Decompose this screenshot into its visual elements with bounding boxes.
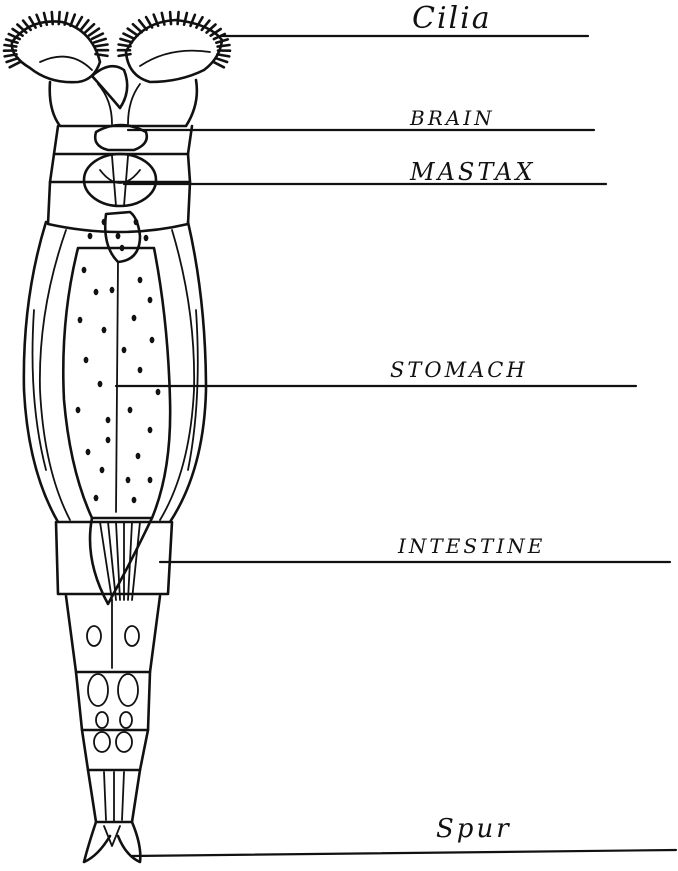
stomach-granule — [120, 245, 125, 251]
stomach-granule — [148, 297, 153, 303]
stomach-granule — [84, 357, 89, 363]
stomach-granule — [98, 381, 103, 387]
stomach-granule — [102, 327, 107, 333]
label-cilia: Cilia — [412, 4, 492, 34]
stomach-granule — [76, 407, 81, 413]
stomach-granule — [102, 219, 107, 225]
stomach-granule — [156, 389, 161, 395]
label-stomach: STOMACH — [390, 360, 528, 381]
stomach-granule — [132, 315, 137, 321]
stomach-granule — [82, 267, 87, 273]
mastax — [84, 154, 156, 262]
stomach-granule — [132, 497, 137, 503]
stomach-granule — [78, 317, 83, 323]
trunk — [24, 222, 206, 522]
stomach-granule — [88, 233, 93, 239]
stomach-granule — [136, 453, 141, 459]
stomach-granule — [128, 407, 133, 413]
stomach-granule — [138, 367, 143, 373]
stomach-granule — [106, 417, 111, 423]
stomach-granule — [122, 347, 127, 353]
stomach-granule — [94, 495, 99, 501]
stomach-granule — [116, 233, 121, 239]
stomach — [63, 219, 170, 518]
stomach-granule — [106, 437, 111, 443]
stomach-granule — [110, 287, 115, 293]
stomach-granule — [126, 477, 131, 483]
foot — [66, 596, 160, 822]
label-mastax: MASTAX — [410, 160, 535, 184]
stomach-granule — [100, 467, 105, 473]
stomach-granule — [94, 289, 99, 295]
label-intestine: INTESTINE — [398, 536, 545, 556]
stomach-granule — [86, 449, 91, 455]
label-brain: BRAIN — [410, 108, 495, 128]
stomach-granule — [148, 477, 153, 483]
stomach-granule — [150, 337, 155, 343]
stomach-granule — [148, 427, 153, 433]
intestine — [56, 518, 172, 604]
leader-spur — [132, 850, 676, 856]
label-spur: Spur — [436, 816, 512, 842]
stomach-granule — [134, 219, 139, 225]
brain — [95, 125, 147, 150]
stomach-granule — [138, 277, 143, 283]
stomach-granule — [144, 235, 149, 241]
